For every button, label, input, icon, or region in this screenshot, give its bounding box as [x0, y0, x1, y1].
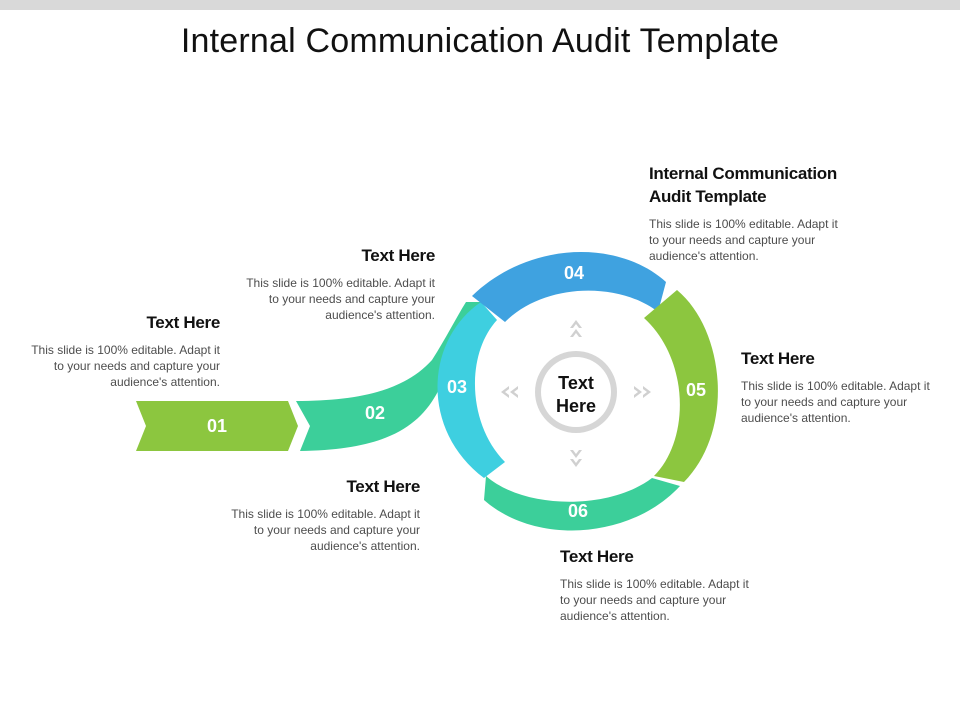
- text-block-06: Text Here This slide is 100% editable. A…: [560, 545, 762, 624]
- chevron-down-icon: [570, 450, 582, 467]
- block-01-body: This slide is 100% editable. Adapt it to…: [31, 343, 220, 389]
- text-block-02: Text Here This slide is 100% editable. A…: [233, 244, 435, 323]
- text-block-05: Text Here This slide is 100% editable. A…: [741, 347, 943, 426]
- step-01-shape: [136, 401, 298, 451]
- step-05-number: 05: [686, 380, 706, 400]
- step-02-number: 02: [365, 403, 385, 423]
- block-03-body: This slide is 100% editable. Adapt it to…: [231, 507, 420, 553]
- block-03-heading: Text Here: [346, 477, 420, 496]
- center-circle: [541, 357, 611, 427]
- step-06-shape: [484, 476, 680, 531]
- step-03-number: 03: [447, 377, 467, 397]
- step-03-shape: [437, 302, 505, 478]
- step-02-shape: [296, 302, 481, 451]
- block-02-heading: Text Here: [361, 246, 435, 265]
- center-label-line1: Text: [558, 373, 594, 393]
- block-05-body: This slide is 100% editable. Adapt it to…: [741, 379, 930, 425]
- chevron-left-icon: [501, 386, 518, 398]
- block-01-heading: Text Here: [146, 313, 220, 332]
- text-block-04: Internal Communication Audit Template Th…: [649, 162, 874, 264]
- text-block-01: Text Here This slide is 100% editable. A…: [18, 311, 220, 390]
- chevron-up-icon: [570, 320, 582, 337]
- slide-title: Internal Communication Audit Template: [180, 22, 780, 60]
- top-bar: [0, 0, 960, 10]
- chevron-right-icon: [634, 386, 651, 398]
- block-06-heading: Text Here: [560, 547, 634, 566]
- step-04-number: 04: [564, 263, 584, 283]
- block-04-heading: Internal Communication Audit Template: [649, 164, 837, 206]
- block-02-body: This slide is 100% editable. Adapt it to…: [246, 276, 435, 322]
- block-05-heading: Text Here: [741, 349, 815, 368]
- step-06-number: 06: [568, 501, 588, 521]
- step-01-number: 01: [207, 416, 227, 436]
- block-06-body: This slide is 100% editable. Adapt it to…: [560, 577, 749, 623]
- step-04-shape: [472, 252, 666, 322]
- block-04-body: This slide is 100% editable. Adapt it to…: [649, 217, 838, 263]
- step-05-shape: [644, 290, 718, 482]
- center-label-line2: Here: [556, 396, 596, 416]
- text-block-03: Text Here This slide is 100% editable. A…: [218, 475, 420, 554]
